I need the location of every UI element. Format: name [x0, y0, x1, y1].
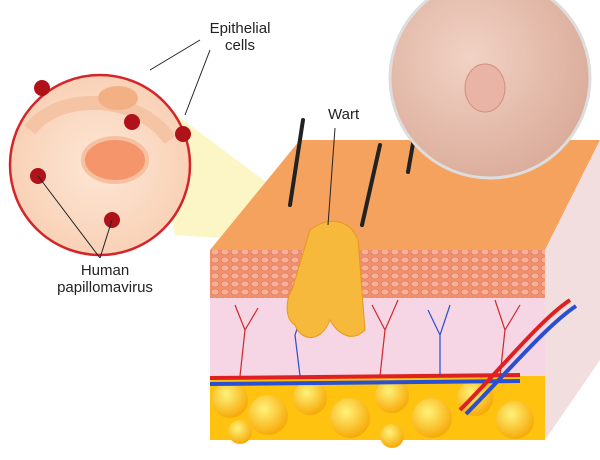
epithelial-label-line2: cells [224, 37, 255, 54]
hpv-label-line1: Human [80, 262, 130, 279]
virus-particles [30, 80, 191, 228]
blood-vessel-red [209, 373, 521, 380]
wart-label: Wart [328, 106, 360, 123]
epithelial-label-line1: Epithelial [209, 20, 271, 37]
wart-growth [286, 220, 366, 338]
dermis-layer [210, 298, 545, 376]
fat-cells [212, 379, 534, 448]
skin-side [545, 140, 600, 440]
wart-photo-bump [464, 63, 506, 113]
hpv-label-line2: papillomavirus [57, 279, 153, 296]
hpv-label: Human papillomavirus [40, 262, 170, 296]
epithelial-cell-inset [8, 39, 336, 259]
wart-photo-inset [388, 0, 592, 180]
blood-vessel-blue [209, 379, 521, 386]
epithelial-cells-label: Epithelial cells [195, 20, 285, 54]
epidermis-layer [210, 250, 545, 298]
cell-nucleus [81, 136, 149, 184]
